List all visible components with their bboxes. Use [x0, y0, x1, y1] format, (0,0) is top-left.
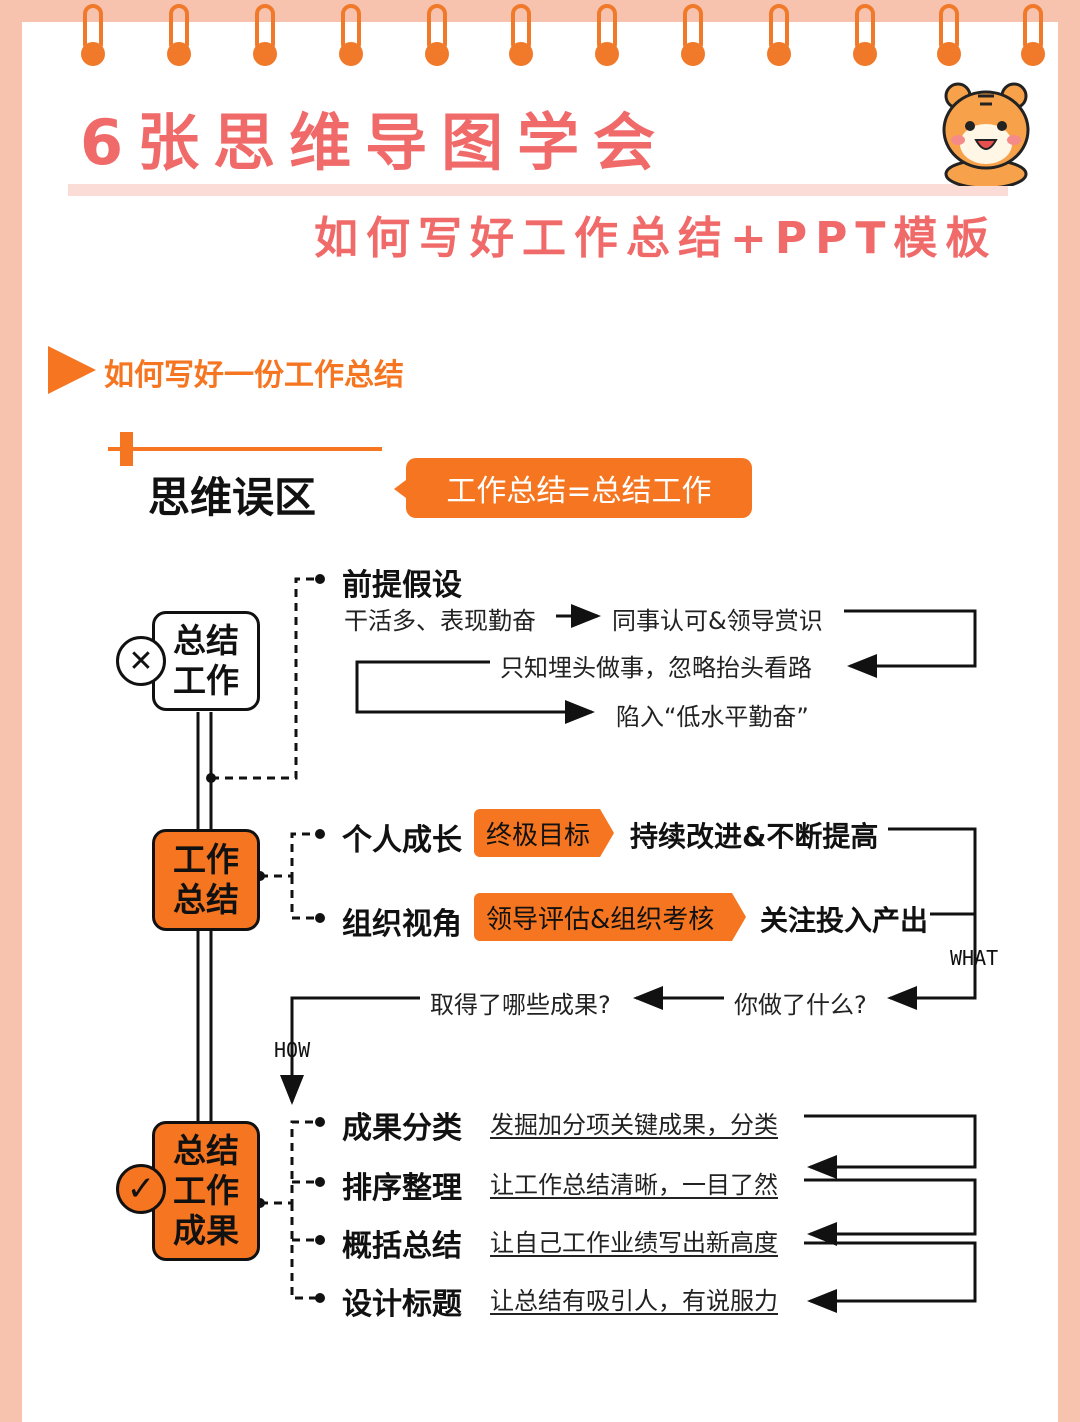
cross-icon: ✕	[116, 636, 166, 686]
perspective-tag: 终极目标	[474, 809, 614, 857]
page-subtitle: 如何写好工作总结+PPT模板	[314, 213, 998, 264]
misconception-label: 思维误区	[148, 473, 317, 522]
step-description: 发掘加分项关键成果，分类	[490, 1111, 778, 1139]
ring-icon	[166, 4, 192, 68]
premise-heading: 前提假设	[342, 568, 462, 603]
premise-step: 同事认可&领导赏识	[612, 607, 823, 635]
ring-icon	[80, 4, 106, 68]
ring-icon	[508, 4, 534, 68]
node-label-line: 成果	[173, 1211, 239, 1250]
step-description: 让总结有吸引人，有说服力	[490, 1287, 778, 1315]
premise-step: 只知埋头做事，忽略抬头看路	[500, 654, 812, 682]
node-label-line: 工作	[173, 1171, 239, 1210]
step-description: 让工作总结清晰，一目了然	[490, 1171, 778, 1199]
node-label-line: 工作	[173, 661, 239, 700]
node-label-line: 总结	[173, 880, 239, 919]
heading-rule-tick	[120, 432, 133, 466]
ring-icon	[680, 4, 706, 68]
node-summarize-work: 总结 工作	[152, 611, 260, 711]
ring-icon	[424, 4, 450, 68]
ring-icon	[252, 4, 278, 68]
step-heading: 设计标题	[342, 1287, 462, 1322]
perspective-heading: 组织视角	[342, 907, 462, 942]
heading-rule	[108, 447, 382, 451]
ring-icon	[1020, 4, 1046, 68]
perspective-tag: 领导评估&组织考核	[474, 893, 746, 941]
page-title: 6张思维导图学会	[80, 106, 670, 179]
perspective-heading: 个人成长	[342, 823, 462, 858]
node-label-line: 总结	[173, 1131, 239, 1170]
premise-step: 干活多、表现勤奋	[344, 607, 536, 635]
what-label: WHAT	[950, 946, 999, 970]
ring-icon	[594, 4, 620, 68]
step-heading: 排序整理	[342, 1171, 462, 1206]
section-arrow-icon	[48, 346, 96, 394]
question-text: 取得了哪些成果?	[430, 991, 611, 1019]
step-description: 让自己工作业绩写出新高度	[490, 1229, 778, 1257]
node-summarize-results: 总结 工作 成果	[152, 1121, 260, 1261]
perspective-result: 持续改进&不断提高	[630, 820, 879, 853]
how-label: HOW	[274, 1038, 311, 1062]
perspective-result: 关注投入产出	[760, 904, 929, 937]
section-title: 如何写好一份工作总结	[104, 358, 404, 393]
question-text: 你做了什么?	[734, 991, 867, 1019]
title-underline	[68, 184, 1008, 196]
tiger-mascot-icon	[942, 82, 1030, 186]
step-heading: 概括总结	[342, 1229, 462, 1264]
ring-icon	[936, 4, 962, 68]
ring-icon	[852, 4, 878, 68]
check-icon: ✓	[116, 1164, 166, 1214]
misconception-bubble: 工作总结=总结工作	[394, 458, 752, 518]
node-label-line: 总结	[173, 621, 239, 660]
node-work-summary: 工作 总结	[152, 829, 260, 931]
node-label-line: 工作	[173, 840, 239, 879]
ring-icon	[766, 4, 792, 68]
ring-icon	[338, 4, 364, 68]
premise-step: 陷入“低水平勤奋”	[616, 703, 809, 731]
step-heading: 成果分类	[342, 1111, 462, 1146]
